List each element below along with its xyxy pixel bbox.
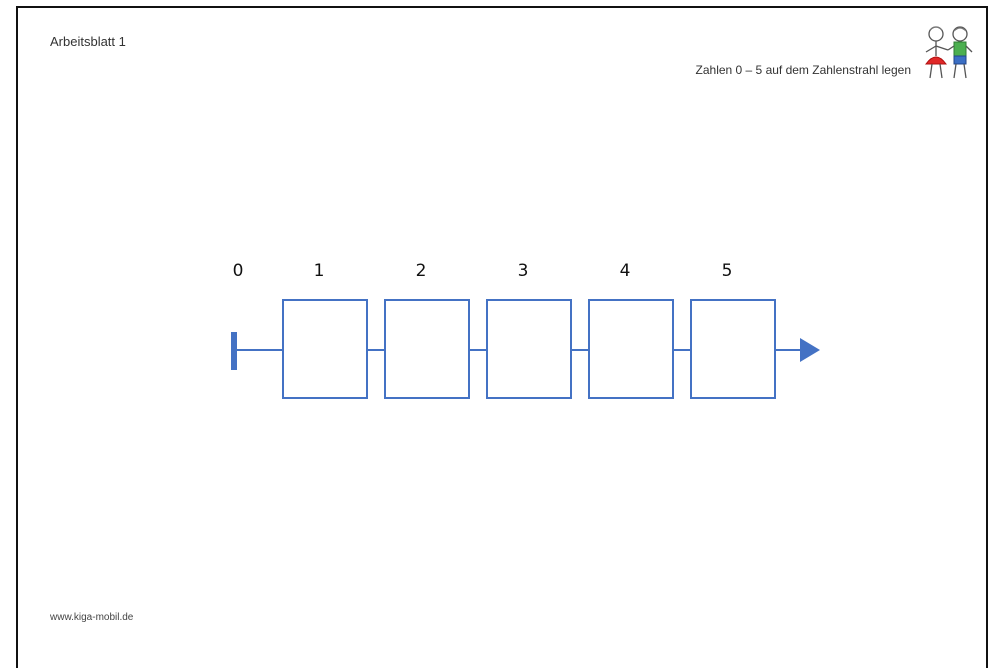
task-title: Zahlen 0 – 5 auf dem Zahlenstrahl legen: [695, 63, 911, 77]
number-line-arrow-icon: [800, 338, 820, 362]
number-line: 0 1 2 3 4 5: [231, 261, 820, 399]
children-holding-hands-icon: [925, 26, 973, 79]
tick-label: 4: [620, 261, 631, 281]
worksheet-title: Arbeitsblatt 1: [50, 34, 126, 49]
answer-box: [486, 299, 572, 399]
tick-label: 1: [314, 261, 325, 281]
answer-box: [588, 299, 674, 399]
worksheet-page: [16, 6, 988, 668]
tick-label: 0: [233, 261, 244, 281]
footer-url: www.kiga-mobil.de: [50, 612, 134, 623]
tick-label: 3: [518, 261, 529, 281]
answer-box: [690, 299, 776, 399]
tick-label: 2: [416, 261, 427, 281]
answer-box: [282, 299, 368, 399]
answer-box: [384, 299, 470, 399]
tick-label: 5: [722, 261, 733, 281]
